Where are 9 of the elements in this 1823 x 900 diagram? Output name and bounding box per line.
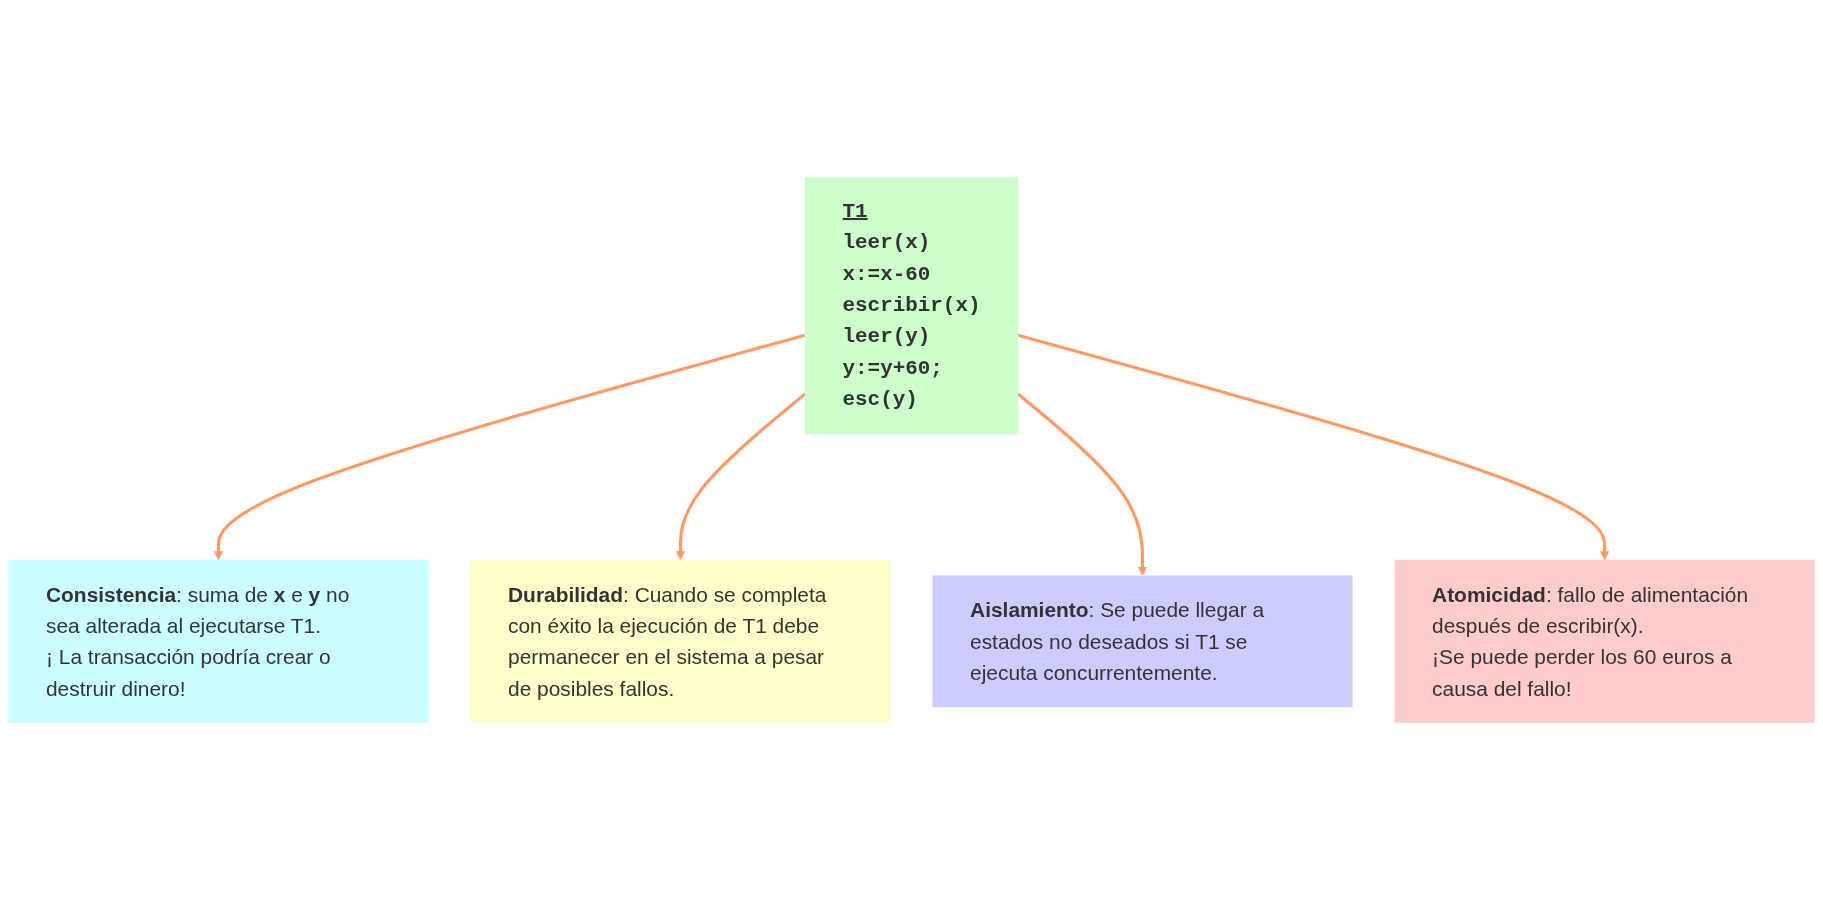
arrow: [213, 333, 806, 561]
arrow: [1017, 392, 1148, 576]
node-box: Durabilidad: Cuando se completa con éxito la ejecución de T1 debe permanecer en el sistema a pesar de posibles fallos.: [470, 559, 891, 723]
node-box: Consistencia: suma de x e y no sea alterada al ejecutarse T1. ¡ La transacción podría crear o destruir dinero!: [8, 559, 429, 723]
node-box: T1 leer(x) x:=x-60 escribir(x) leer(y) y:=y+60; esc(y): [804, 177, 1019, 435]
node-box: Aislamiento: Se puede llegar a estados no deseados si T1 se ejecuta concurrentemente.: [932, 575, 1353, 708]
arrow: [675, 392, 806, 561]
node-box: Atomicidad: fallo de alimentación después de escribir(x). ¡Se puede perder los 60 euros a causa del fallo!: [1394, 559, 1815, 723]
arrow: [1017, 333, 1610, 561]
